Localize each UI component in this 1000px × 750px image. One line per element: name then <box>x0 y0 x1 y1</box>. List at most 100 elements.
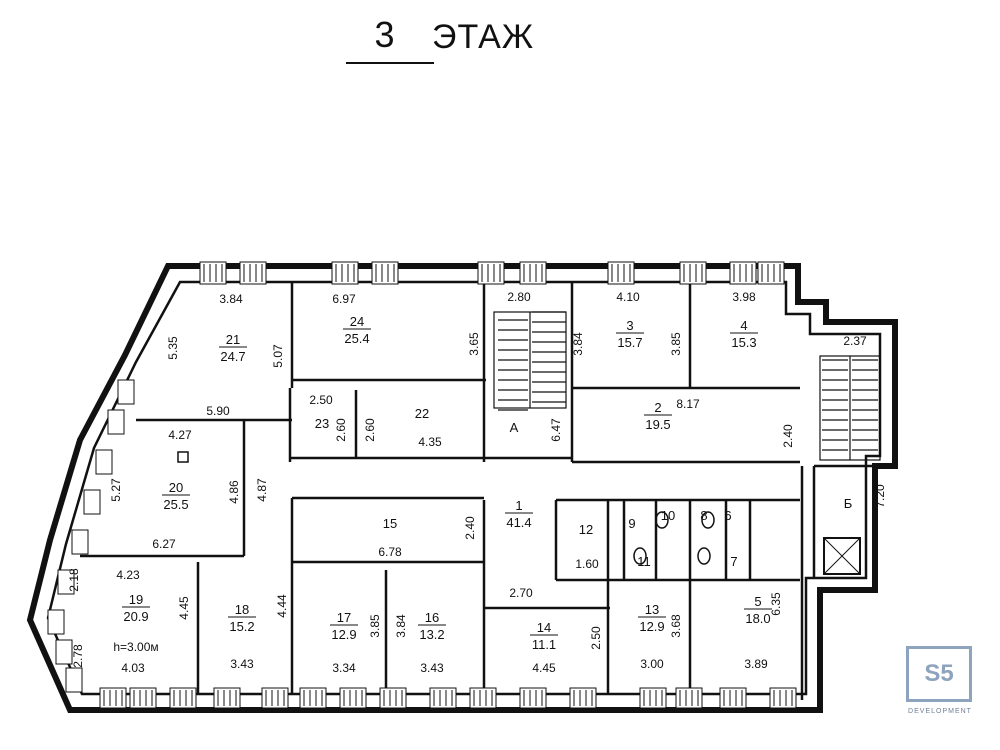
dimension-label: 8.17 <box>676 397 700 411</box>
window <box>57 569 75 595</box>
room-area: 25.5 <box>163 497 188 512</box>
dimension-label: 1.60 <box>575 557 599 571</box>
floor-number: 3 <box>374 14 396 55</box>
toilet <box>655 511 669 529</box>
dimension-label: 3.43 <box>230 657 254 671</box>
dimension-label: 2.60 <box>363 418 377 442</box>
room-number: 1 <box>515 498 522 513</box>
toilet <box>633 547 647 565</box>
room-number: 5 <box>754 594 761 609</box>
dimension-label: 2.78 <box>71 644 85 668</box>
dimension-label: 4.23 <box>116 568 140 582</box>
dimension-label: 3.84 <box>571 332 585 356</box>
window <box>107 409 125 435</box>
dimension-label: 6.78 <box>378 545 402 559</box>
toilet <box>701 511 715 529</box>
dimension-label: 2.40 <box>781 424 795 448</box>
ceiling-height-label: h=3.00м <box>113 640 158 654</box>
window <box>199 261 227 285</box>
room-area: 15.3 <box>731 335 756 350</box>
window <box>719 687 747 709</box>
window <box>469 687 497 709</box>
window <box>239 261 267 285</box>
column-marker <box>177 451 189 463</box>
dimension-label: 6.35 <box>769 592 783 616</box>
window <box>569 687 597 709</box>
room-area: 15.2 <box>229 619 254 634</box>
floor-word: ЭТАЖ <box>432 18 535 56</box>
room-area: 18.0 <box>745 611 770 626</box>
dimension-label: 5.35 <box>166 336 180 360</box>
window <box>55 639 73 665</box>
window <box>83 489 101 515</box>
stairs <box>493 311 881 461</box>
room-number: 19 <box>129 592 143 607</box>
window <box>519 687 547 709</box>
room-number: 6 <box>724 508 731 523</box>
window <box>213 687 241 709</box>
room-number: 3 <box>626 318 633 333</box>
dimension-label: 5.27 <box>109 478 123 502</box>
room-area: 25.4 <box>344 331 369 346</box>
room-number: 18 <box>235 602 249 617</box>
room-number: 15 <box>383 516 397 531</box>
dimension-label: 3.89 <box>744 657 768 671</box>
dimension-label: 3.34 <box>332 661 356 675</box>
window <box>71 529 89 555</box>
room-area: 13.2 <box>419 627 444 642</box>
dimension-label: 7.20 <box>873 484 887 508</box>
dimension-label: 2.37 <box>843 334 867 348</box>
room-number: 4 <box>740 318 747 333</box>
window <box>99 687 127 709</box>
dimension-label: 2.60 <box>334 418 348 442</box>
room-area: 19.5 <box>645 417 670 432</box>
fixtures <box>177 451 861 575</box>
dimension-label: 4.45 <box>532 661 556 675</box>
room-area: 15.7 <box>617 335 642 350</box>
window <box>261 687 289 709</box>
window <box>95 449 113 475</box>
room-number: 22 <box>415 406 429 421</box>
dimension-label: 2.50 <box>589 626 603 650</box>
lift-cross <box>823 537 861 575</box>
dimension-label: 4.10 <box>616 290 640 304</box>
window <box>519 261 547 285</box>
room-number: Б <box>844 496 853 511</box>
dimension-label: 2.18 <box>67 568 81 592</box>
dimension-label: 3.00 <box>640 657 664 671</box>
window <box>117 379 135 405</box>
dimension-label: 3.85 <box>669 332 683 356</box>
dimension-label: 3.85 <box>368 614 382 638</box>
dimension-label: 3.65 <box>467 332 481 356</box>
window <box>339 687 367 709</box>
room-number: 17 <box>337 610 351 625</box>
room-number: 10 <box>661 508 675 523</box>
room-area: 41.4 <box>506 515 531 530</box>
walls <box>26 263 898 713</box>
exterior-wall <box>26 263 898 713</box>
dimension-label: 3.43 <box>420 661 444 675</box>
company-logo: S5 DEVELOPMENT <box>906 646 978 720</box>
dimension-label: 6.47 <box>549 418 563 442</box>
room-number: 13 <box>645 602 659 617</box>
dimension-label: 3.84 <box>394 614 408 638</box>
room-area: 11.1 <box>532 637 556 652</box>
logo-subtext: DEVELOPMENT <box>908 708 972 715</box>
room-number: 2 <box>654 400 661 415</box>
dimension-label: 4.44 <box>275 594 289 618</box>
room-area: 12.9 <box>639 619 664 634</box>
window <box>639 687 667 709</box>
room-number: 8 <box>700 508 707 523</box>
window <box>129 687 157 709</box>
window <box>169 687 197 709</box>
window <box>47 609 65 635</box>
dimension-label: 4.45 <box>177 596 191 620</box>
dimension-label: 2.40 <box>463 516 477 540</box>
dimension-label: 4.87 <box>255 478 269 502</box>
window <box>65 667 83 693</box>
dimension-label: 4.35 <box>418 435 442 449</box>
window <box>679 261 707 285</box>
inner-wall-line <box>46 280 882 696</box>
